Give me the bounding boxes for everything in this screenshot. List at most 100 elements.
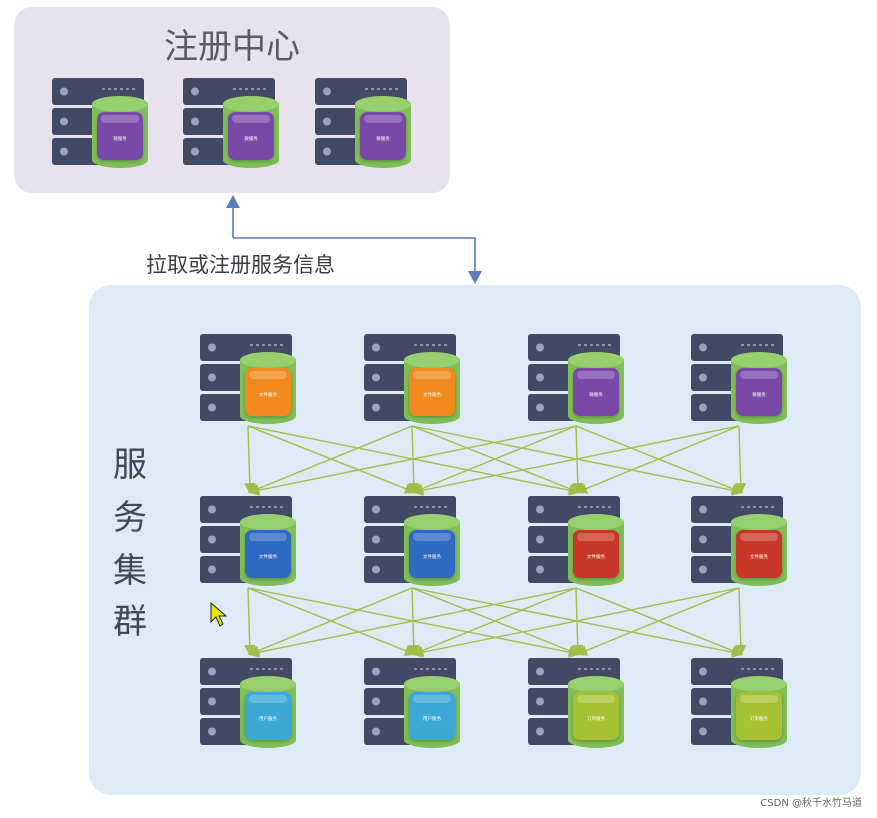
dependency-edge (411, 425, 577, 494)
rack-vent (584, 668, 587, 670)
rack-vent (765, 344, 768, 346)
rack-vent (608, 344, 611, 346)
cube-highlight (249, 371, 287, 379)
service-cube (736, 530, 782, 578)
cylinder-top (568, 352, 624, 368)
rack-led-icon (60, 117, 68, 126)
rack-vent (250, 668, 253, 670)
rack-vent (578, 506, 581, 508)
rack-led-icon (323, 147, 331, 156)
rack-vent (420, 344, 423, 346)
rack-vent (263, 88, 266, 90)
service-label: 微服务 (752, 391, 766, 398)
service-cube (228, 112, 274, 160)
cylinder-top (240, 352, 296, 368)
dependency-edge (247, 587, 413, 656)
rack-vent (250, 506, 253, 508)
rack-led-icon (208, 535, 216, 544)
cube-highlight (413, 695, 451, 703)
cylinder-top (404, 514, 460, 530)
cube-highlight (232, 115, 270, 123)
cluster-server-r1-c3: 微服务 (528, 334, 624, 424)
rack-led-icon (372, 667, 380, 676)
dependency-edge (735, 587, 747, 657)
rack-vent (132, 88, 135, 90)
service-label: 微服务 (376, 135, 390, 142)
rack-vent (120, 88, 123, 90)
registry-server-3: 微服务 (315, 78, 411, 168)
rack-vent (262, 668, 265, 670)
cluster-server-r1-c2: 文件服务 (364, 334, 460, 424)
service-cube (245, 368, 291, 416)
cube-highlight (249, 695, 287, 703)
cluster-server-r3-c3: 订单服务 (528, 658, 624, 748)
cylinder-top (568, 676, 624, 692)
rack-vent (268, 344, 271, 346)
cube-highlight (740, 695, 778, 703)
rack-led-icon (208, 403, 216, 412)
service-label: 订单服务 (587, 715, 605, 722)
rack-led-icon (536, 403, 544, 412)
rack-vent (102, 88, 105, 90)
registry-server-1: 微服务 (52, 78, 148, 168)
rack-vent (771, 506, 774, 508)
rack-led-icon (372, 535, 380, 544)
rack-vent (438, 344, 441, 346)
rack-vent (596, 344, 599, 346)
rack-vent (608, 506, 611, 508)
rack-led-icon (191, 117, 199, 126)
cylinder-top (568, 514, 624, 530)
cluster-title-char-4: 群 (113, 602, 147, 642)
cylinder-top (355, 96, 411, 112)
dependency-edge (247, 587, 577, 658)
service-label: 文件服务 (750, 553, 768, 560)
rack-vent (759, 506, 762, 508)
rack-vent (371, 88, 374, 90)
rack-led-icon (372, 727, 380, 736)
cluster-server-r3-c2: 用户服务 (364, 658, 460, 748)
rack-led-icon (372, 403, 380, 412)
mouse-cursor-icon (210, 601, 228, 627)
rack-led-icon (372, 565, 380, 574)
cluster-edges (244, 425, 747, 658)
rack-vent (759, 344, 762, 346)
rack-vent (280, 506, 283, 508)
service-label: 用户服务 (259, 715, 277, 722)
rack-vent (747, 344, 750, 346)
dependency-edge (735, 425, 747, 495)
service-cube (409, 692, 455, 740)
connector-label: 拉取或注册服务信息 (146, 253, 335, 277)
rack-led-icon (372, 697, 380, 706)
rack-led-icon (208, 565, 216, 574)
rack-vent (578, 668, 581, 670)
rack-led-icon (323, 87, 331, 96)
service-label: 用户服务 (423, 715, 441, 722)
rack-led-icon (208, 727, 216, 736)
dependency-edge (244, 425, 256, 495)
dependency-edge (247, 425, 577, 496)
rack-vent (602, 344, 605, 346)
rack-vent (250, 344, 253, 346)
registry-servers: 微服务微服务微服务 (52, 78, 411, 168)
cylinder-top (404, 676, 460, 692)
service-cube (409, 530, 455, 578)
connector-arrow-up (226, 195, 240, 208)
rack-vent (239, 88, 242, 90)
rack-led-icon (536, 667, 544, 676)
rack-vent (395, 88, 398, 90)
rack-led-icon (536, 727, 544, 736)
cube-highlight (413, 371, 451, 379)
rack-led-icon (699, 505, 707, 514)
dependency-edge (411, 587, 577, 656)
rack-led-icon (536, 565, 544, 574)
dependency-edge (247, 425, 413, 494)
cube-highlight (101, 115, 139, 123)
rack-led-icon (372, 505, 380, 514)
rack-vent (432, 344, 435, 346)
cylinder-top (404, 352, 460, 368)
service-label: 微服务 (589, 391, 603, 398)
service-cube (736, 368, 782, 416)
cluster-server-r1-c4: 微服务 (691, 334, 787, 424)
service-cube (736, 692, 782, 740)
